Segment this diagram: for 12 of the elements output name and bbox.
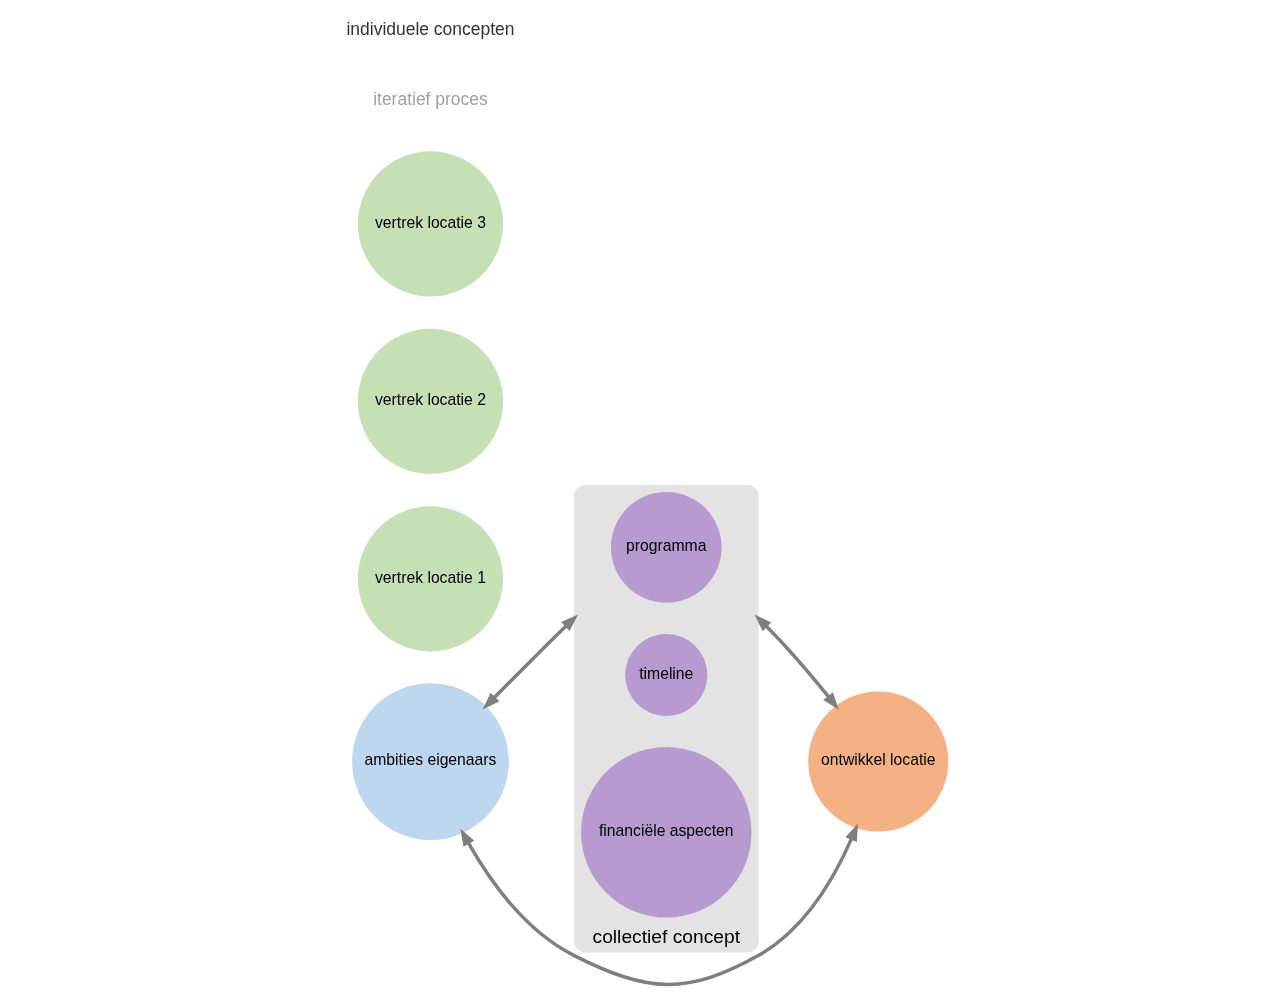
node-circle: timeline — [624, 633, 707, 717]
label: iteratief proces — [372, 89, 488, 110]
node-circle: vertrek locatie 2 — [357, 328, 503, 474]
arrow — [754, 614, 839, 710]
node-circle: ambities eigenaars — [351, 683, 509, 840]
node-circle: vertrek locatie 1 — [357, 506, 503, 652]
node-circle: programma — [610, 492, 722, 603]
label: individuele concepten — [345, 19, 514, 40]
arrow — [459, 823, 858, 987]
arrow — [482, 614, 578, 710]
node-circle: financiële aspecten — [580, 747, 751, 918]
node-circle: vertrek locatie 3 — [357, 151, 503, 297]
